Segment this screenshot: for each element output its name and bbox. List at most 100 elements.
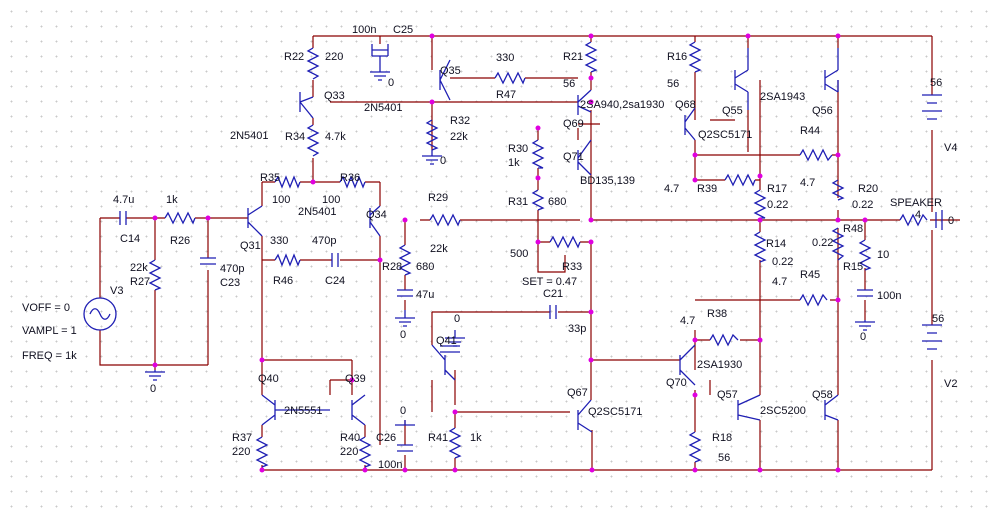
capacitor-c24 xyxy=(331,253,339,267)
label-q31-type: 2N5401 xyxy=(230,130,269,142)
label-r14: R14 xyxy=(766,238,786,250)
label-q55-type: 2SA1943 xyxy=(760,91,805,103)
label-gnd-zobel: 0 xyxy=(860,331,866,343)
resistor-r45 xyxy=(799,293,828,307)
label-vampl: VAMPL = 1 xyxy=(22,325,77,337)
label-v4: V4 xyxy=(944,142,957,154)
label-c21-value: 33p xyxy=(568,323,586,335)
label-q68: Q68 xyxy=(675,99,696,111)
label-r20-value: 0.22 xyxy=(852,199,873,211)
label-r35: R35 xyxy=(260,172,280,184)
source-v3 xyxy=(83,297,117,331)
resistor-r29 xyxy=(429,213,461,227)
label-r45-value: 4.7 xyxy=(772,276,787,288)
battery-v2 xyxy=(922,324,942,350)
label-c-100n-sp: 100n xyxy=(877,290,901,302)
resistor-r22 xyxy=(306,47,320,80)
ground-r32 xyxy=(422,150,442,165)
capacitor-c25 xyxy=(372,49,388,57)
resistor-r16 xyxy=(688,41,702,73)
label-c21: C21 xyxy=(543,288,563,300)
label-q39: Q39 xyxy=(345,373,366,385)
label-q35: Q35 xyxy=(440,65,461,77)
label-q69: Q69 xyxy=(563,118,584,130)
label-r46: R46 xyxy=(273,275,293,287)
speaker-symbol xyxy=(935,210,943,230)
label-c26: C26 xyxy=(376,432,396,444)
label-q58: Q58 xyxy=(812,389,833,401)
resistor-r32 xyxy=(425,119,439,151)
label-c-47u: 47u xyxy=(416,289,434,301)
label-r26-value: 1k xyxy=(166,194,178,206)
capacitor-c23 xyxy=(200,257,216,265)
label-q70: Q70 xyxy=(666,377,687,389)
capacitor-c-100n-sp xyxy=(857,289,873,297)
label-q57-type: 2SC5200 xyxy=(760,405,806,417)
label-voff: VOFF = 0 xyxy=(22,302,70,314)
label-q68-type: Q2SC5171 xyxy=(698,129,752,141)
label-r16-value: 56 xyxy=(667,78,679,90)
label-c14-value: 4.7u xyxy=(113,194,134,206)
label-r30: R30 xyxy=(508,143,528,155)
grounds xyxy=(145,56,875,426)
label-c24-value: 470p xyxy=(312,235,336,247)
label-r30-value: 1k xyxy=(508,157,520,169)
label-r27: R27 xyxy=(130,276,150,288)
label-r15-value: 10 xyxy=(877,249,889,261)
label-freq: FREQ = 1k xyxy=(22,350,77,362)
label-r34-value: 4.7k xyxy=(325,131,346,143)
ground-c25 xyxy=(370,56,390,81)
label-r32-value: 22k xyxy=(450,131,468,143)
battery-v4 xyxy=(922,94,942,120)
ground-zobel xyxy=(855,320,875,331)
resistor-r18 xyxy=(688,431,702,463)
label-r29: R29 xyxy=(428,192,448,204)
label-q57: Q57 xyxy=(717,389,738,401)
label-r39: R39 xyxy=(697,183,717,195)
label-r33-value: 500 xyxy=(510,248,528,260)
label-r26: R26 xyxy=(170,235,190,247)
resistor-r47 xyxy=(494,71,526,85)
label-q41: Q41 xyxy=(436,335,457,347)
label-c25-value: 100n xyxy=(352,24,376,36)
label-r41-value: 1k xyxy=(470,432,482,444)
resistor-r35 xyxy=(274,175,301,189)
label-r31-value: 680 xyxy=(548,196,566,208)
label-c24: C24 xyxy=(325,275,345,287)
label-r37-value: 220 xyxy=(232,446,250,458)
label-r48-value: 0.22 xyxy=(812,237,833,249)
label-v4-value: 56 xyxy=(930,77,942,89)
label-r34: R34 xyxy=(285,131,305,143)
label-r22: R22 xyxy=(284,51,304,63)
label-r14-value: 0.22 xyxy=(772,256,793,268)
label-r48: R48 xyxy=(843,223,863,235)
ground-input xyxy=(145,370,165,381)
batteries xyxy=(922,94,943,350)
resistor-r14 xyxy=(753,231,767,263)
resistor-r41 xyxy=(448,427,462,459)
label-r46-value: 330 xyxy=(270,235,288,247)
label-q33: Q33 xyxy=(324,90,345,102)
label-r47: R47 xyxy=(496,89,516,101)
label-gnd-r28: 0 xyxy=(400,329,406,341)
label-q69-type: 2SA940,2sa1930 xyxy=(580,99,664,111)
label-r17: R17 xyxy=(767,183,787,195)
label-r47-value: 330 xyxy=(496,52,514,64)
label-gnd-speaker: 0 xyxy=(948,215,954,227)
label-q31: Q31 xyxy=(240,240,261,252)
label-q40-type: 2N5551 xyxy=(284,405,323,417)
capacitors xyxy=(119,44,873,452)
transistors xyxy=(247,48,839,433)
label-v2-value: 56 xyxy=(932,313,944,325)
label-r20: R20 xyxy=(858,183,878,195)
resistor-r39 xyxy=(724,173,756,187)
capacitor-c21 xyxy=(549,305,557,319)
resistor-r40 xyxy=(358,436,372,468)
label-r38-value: 4.7 xyxy=(680,315,695,327)
label-gnd-c26: 0 xyxy=(400,405,406,417)
label-r32: R32 xyxy=(450,115,470,127)
resistor-r44 xyxy=(799,148,833,162)
label-v2: V2 xyxy=(944,378,957,390)
label-r35-value: 100 xyxy=(272,194,290,206)
resistor-r20 xyxy=(831,179,845,201)
